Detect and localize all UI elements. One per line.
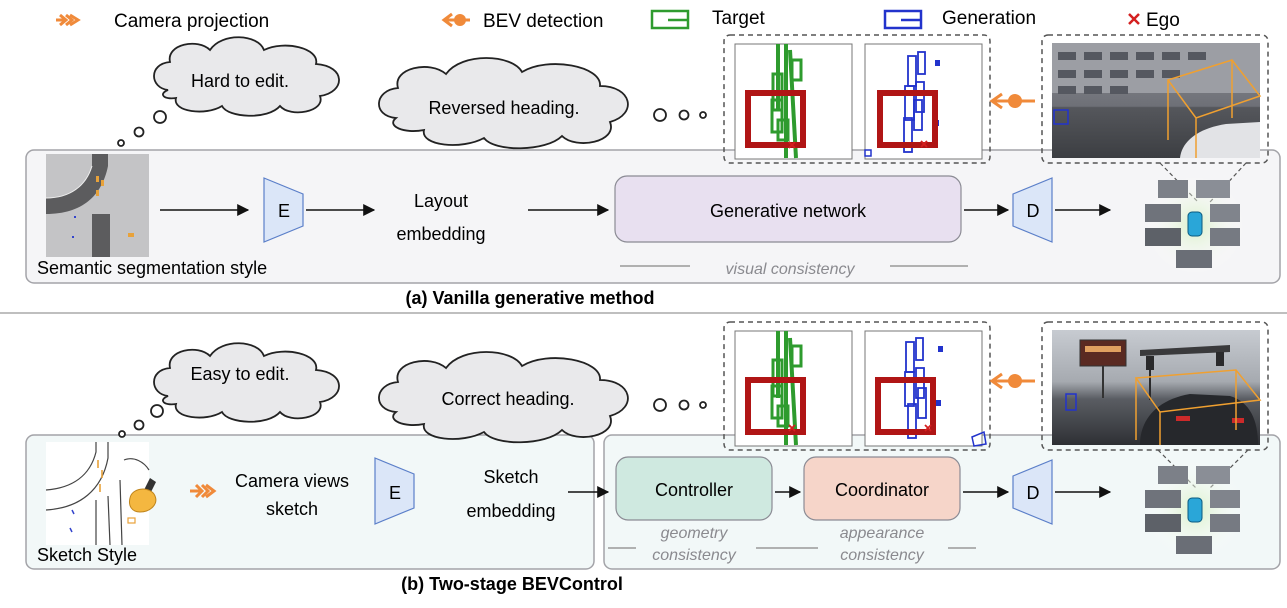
legend-generation: Generation — [942, 8, 1036, 29]
controller-box — [615, 456, 773, 521]
bev-maps-frame-a — [723, 34, 991, 164]
bev-generation-map-b — [864, 330, 987, 447]
generative-network-box — [614, 175, 962, 243]
camera-image-b — [1052, 330, 1262, 445]
legend-ego: Ego — [1146, 10, 1180, 31]
thought-bubble-dot — [678, 109, 690, 121]
bev-maps-frame-b — [723, 321, 991, 451]
camera-projection-icon — [56, 13, 81, 27]
camera-frame-a — [1041, 34, 1269, 164]
legend-target: Target — [712, 8, 766, 29]
input-label-sketch: Sketch Style — [37, 545, 137, 565]
bev-detection-arrow-a — [989, 92, 1035, 110]
thought-correct-heading: Correct heading. — [441, 389, 574, 409]
highlight-box — [745, 90, 806, 148]
bev-generation-map-a — [864, 43, 983, 160]
cloud-hard-to-edit — [153, 36, 340, 117]
thought-bubble-dot — [117, 139, 125, 147]
decoder-label-a: D — [1027, 201, 1040, 221]
surround-views-a — [1145, 175, 1245, 275]
highlight-box — [875, 377, 936, 435]
thought-bubble-dot — [699, 401, 707, 409]
encoder-a — [263, 177, 304, 243]
highlight-box — [745, 377, 806, 435]
camera-projection-arrow — [190, 483, 217, 499]
input-label-semantic: Semantic segmentation style — [37, 258, 267, 278]
decoder-label-b: D — [1027, 483, 1040, 503]
bev-target-map-a — [734, 43, 853, 160]
camera-frame-b — [1041, 321, 1269, 451]
visual-consistency-label: visual consistency — [726, 261, 856, 278]
semantic-segmentation-image — [45, 154, 149, 257]
controller-label: Controller — [655, 480, 733, 500]
sketch-embedding-line2: embedding — [466, 501, 555, 521]
section-b: Easy to edit. Correct heading. — [25, 321, 1281, 594]
cloud-correct-heading — [378, 351, 629, 444]
appearance-consistency-line2: consistency — [840, 547, 925, 564]
caption-a: (a) Vanilla generative method — [405, 288, 654, 308]
thought-hard-to-edit: Hard to edit. — [191, 71, 289, 91]
section-b-left-panel — [25, 434, 595, 570]
thought-bubble-dot — [678, 399, 690, 411]
camera-views-line1: Camera views — [235, 471, 349, 491]
caption-b: (b) Two-stage BEVControl — [401, 574, 623, 594]
surround-views-b — [1145, 460, 1245, 560]
thought-bubble-dot — [699, 111, 707, 119]
bev-target-map-b — [734, 330, 853, 447]
layout-embedding-line1: Layout — [414, 191, 468, 211]
generative-network-label: Generative network — [710, 201, 867, 221]
generation-icon — [883, 9, 923, 30]
thought-bubble-dot — [118, 430, 126, 438]
appearance-consistency-line1: appearance — [840, 525, 925, 542]
layout-embedding-line2: embedding — [396, 224, 485, 244]
target-icon — [650, 9, 690, 30]
ego-icon — [1128, 13, 1140, 25]
sketch-embedding-line1: Sketch — [483, 467, 538, 487]
highlight-box — [877, 90, 938, 148]
decoder-b — [1012, 459, 1053, 525]
bev-detection-icon — [441, 12, 470, 28]
geometry-consistency-line1: geometry — [661, 525, 729, 542]
thought-bubble-dot — [133, 126, 145, 138]
encoder-b — [374, 457, 415, 525]
cloud-reversed-heading — [378, 57, 629, 150]
decoder-a — [1012, 177, 1053, 243]
legend: Camera projection BEV detection Target G… — [56, 8, 1180, 32]
cloud-easy-to-edit — [153, 342, 340, 423]
thought-bubble-dot — [153, 110, 167, 124]
thought-bubble-dot — [653, 398, 667, 412]
encoder-label-a: E — [278, 201, 290, 221]
bev-detection-arrow-b — [989, 372, 1035, 390]
legend-bev-detection: BEV detection — [483, 11, 603, 32]
thought-bubble-dot — [653, 108, 667, 122]
writing-hand-icon — [129, 478, 157, 513]
section-a: Hard to edit. Reversed heading. — [25, 34, 1281, 308]
thought-reversed-heading: Reversed heading. — [428, 98, 579, 118]
legend-camera-projection: Camera projection — [114, 11, 269, 32]
coordinator-box — [803, 456, 961, 521]
thought-bubble-dot — [133, 419, 145, 431]
camera-image-a — [1052, 43, 1262, 158]
camera-views-line2: sketch — [266, 499, 318, 519]
thought-easy-to-edit: Easy to edit. — [190, 364, 289, 384]
encoder-label-b: E — [389, 483, 401, 503]
coordinator-label: Coordinator — [835, 480, 929, 500]
geometry-consistency-line2: consistency — [652, 547, 737, 564]
thought-bubble-dot — [150, 404, 164, 418]
